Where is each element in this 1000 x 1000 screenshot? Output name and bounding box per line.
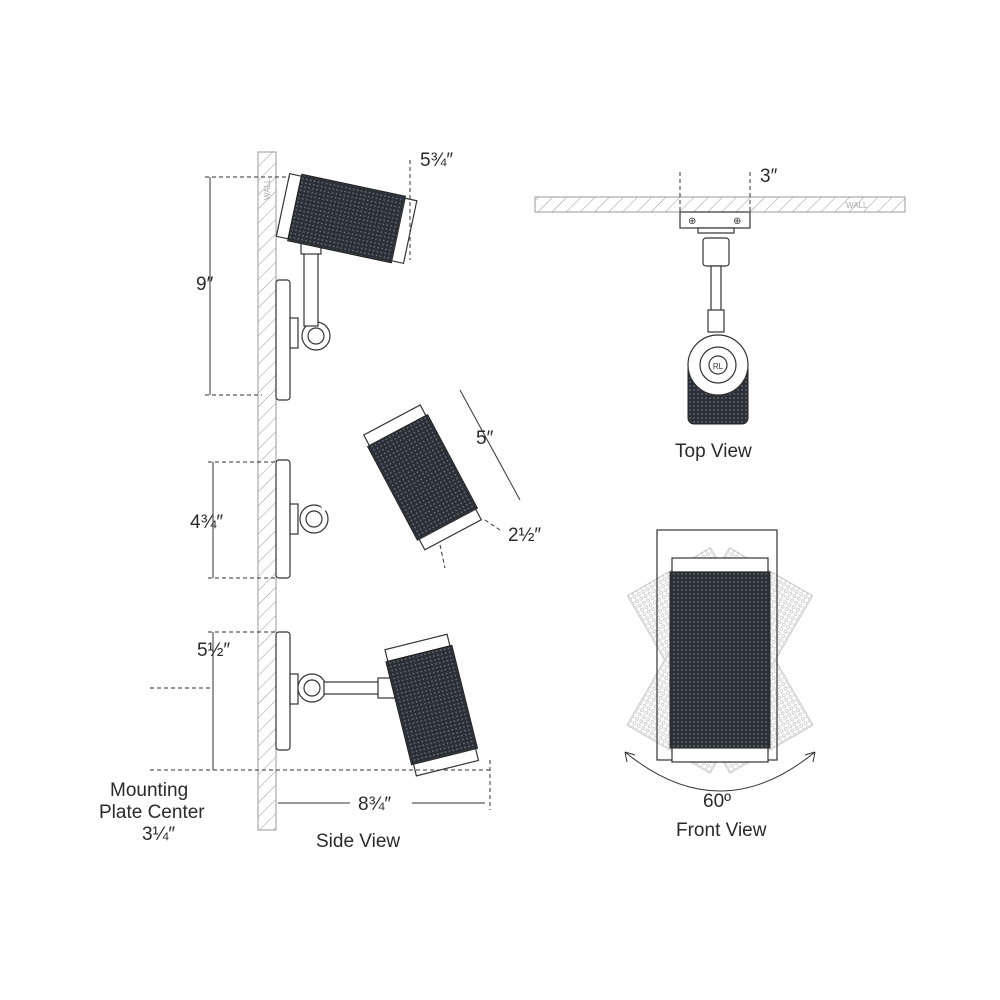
fixture-upper (275, 171, 418, 401)
wall-label: WALL (846, 201, 868, 210)
fixture-lower (275, 631, 482, 777)
front-view-title: Front View (676, 820, 767, 841)
arrow-icon (624, 751, 816, 763)
dim-plate-width: 3″ (760, 166, 778, 187)
side-view-title: Side View (316, 831, 400, 852)
wall-section (257, 151, 277, 831)
dim-shade-diameter: 2½″ (508, 525, 541, 546)
dim-center-height: 5½″ (197, 640, 230, 661)
dim-extension: 8¾″ (358, 794, 391, 815)
fixture-middle (275, 403, 484, 579)
rotation-arc (624, 751, 816, 792)
screw-icon: ⊕ (688, 216, 696, 227)
mounting-label-2: Plate Center (99, 802, 205, 823)
dim-plate-height: 4¾″ (190, 512, 223, 533)
front-view: 60º Front View (624, 529, 816, 841)
dim-height-top: 9″ (196, 274, 214, 295)
top-view: WALL ⊕ ⊕ RL 3″ Top View (534, 166, 906, 462)
top-view-title: Top View (675, 441, 752, 462)
mounting-value: 3¼″ (142, 824, 175, 845)
dim-top-projection: 5¾″ (420, 150, 453, 171)
screw-icon: ⊕ (733, 216, 741, 227)
wall-label: WALL (263, 178, 272, 200)
shade (669, 571, 771, 749)
dim-shade-length: 5″ (476, 428, 494, 449)
rl-logo: RL (713, 362, 724, 371)
mounting-label-1: Mounting (110, 780, 188, 801)
side-view: WALL 9″ 5¾″ (99, 150, 541, 852)
rotation-angle: 60º (703, 791, 731, 812)
